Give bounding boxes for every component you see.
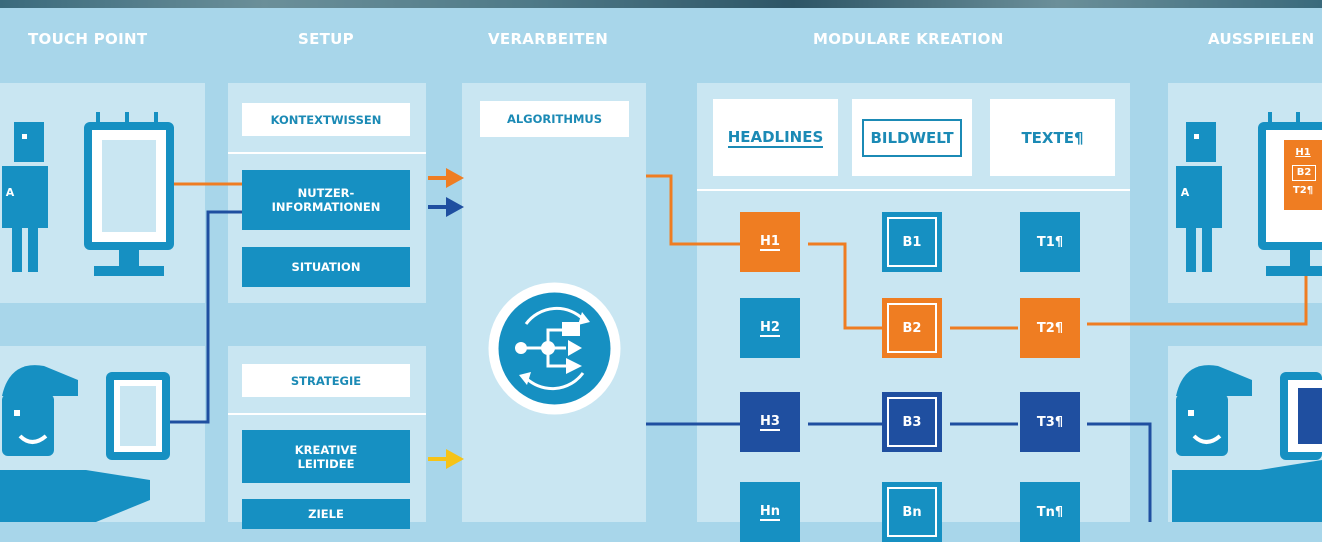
column-title-touch-point: TOUCH POINT [28,30,148,48]
tile-h2: H2 [740,298,800,358]
tile-h2-label: H2 [760,319,780,337]
column-title-verarbeiten: VERARBEITEN [488,30,609,48]
tile-h3: H3 [740,392,800,452]
person-cap-output-icon [1172,365,1322,522]
person-a-output-label: A [1180,186,1190,199]
strategie-box: STRATEGIE [242,364,410,397]
kiosk-output-icon [1258,112,1322,276]
tablet-icon [106,372,170,460]
headlines-header: HEADLINES [713,99,838,176]
tablet-output-icon [1280,372,1322,460]
bildwelt-header: BILDWELT [852,99,972,176]
nutzer-line2: INFORMATIONEN [271,200,381,214]
output-h1-label: H1 [1295,147,1311,158]
column-title-setup: SETUP [298,30,354,48]
tile-b2: B2 [882,298,942,358]
tile-hn-label: Hn [759,503,781,521]
output-b2-label: B2 [1292,165,1316,181]
nutzer-line1: NUTZER- [297,186,355,200]
tile-b3: B3 [882,392,942,452]
tile-h3-label: H3 [760,413,780,431]
situation-box: SITUATION [242,247,410,287]
column-title-modulare-kreation: MODULARE KREATION [813,30,1004,48]
tile-t3: T3¶ [1020,392,1080,452]
ausspielen-figures [1172,112,1322,522]
headlines-label: HEADLINES [727,127,824,148]
person-cap-icon [0,365,150,522]
tile-t1: T1¶ [1020,212,1080,272]
touch-point-figures [0,112,174,522]
output-t2-label: T2¶ [1292,185,1314,196]
algorithmus-box: ALGORITHMUS [480,101,629,137]
texte-header: TEXTE¶ [990,99,1115,176]
person-a-output-icon [1176,122,1222,272]
kiosk-icon [84,112,174,276]
header-image-strip [0,0,1322,8]
person-a-label: A [5,186,15,199]
tile-b1: B1 [882,212,942,272]
person-a-icon [2,122,48,272]
tile-h1: H1 [740,212,800,272]
bildwelt-label: BILDWELT [862,118,962,157]
kreative-line2: LEITIDEE [297,456,355,471]
kreative-line1: KREATIVE [294,442,358,457]
nutzer-informationen-box: NUTZER- INFORMATIONEN [242,170,410,230]
tile-t2: T2¶ [1020,298,1080,358]
algorithm-process-icon [488,282,621,415]
tile-h1-label: H1 [760,233,780,251]
kreative-leitidee-box: KREATIVE LEITIDEE [242,430,410,483]
kontextwissen-box: KONTEXTWISSEN [242,103,410,136]
column-title-ausspielen: AUSSPIELEN [1208,30,1315,48]
